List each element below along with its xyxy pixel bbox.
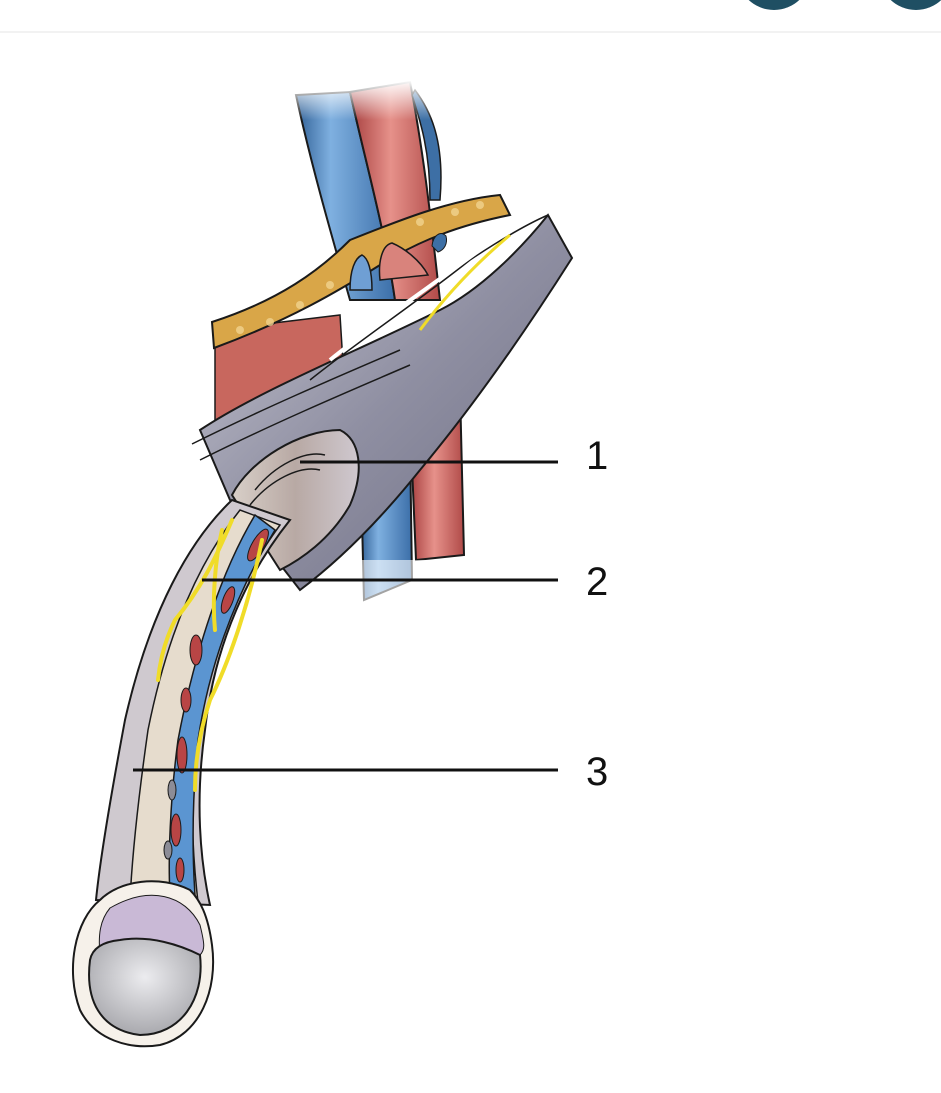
anatomy-illustration [71,80,574,1048]
label-2: 2 [586,560,609,604]
label-1: 1 [586,434,609,478]
testis [71,880,215,1048]
circle-button-right[interactable] [879,0,941,10]
leader-lines [133,460,558,772]
header-divider [0,31,941,33]
spermatic-cord [94,498,292,907]
label-3: 3 [586,750,609,794]
anatomy-figure: 1 2 3 [0,33,941,1093]
top-bar [0,0,941,31]
circle-button-left[interactable] [737,0,811,10]
